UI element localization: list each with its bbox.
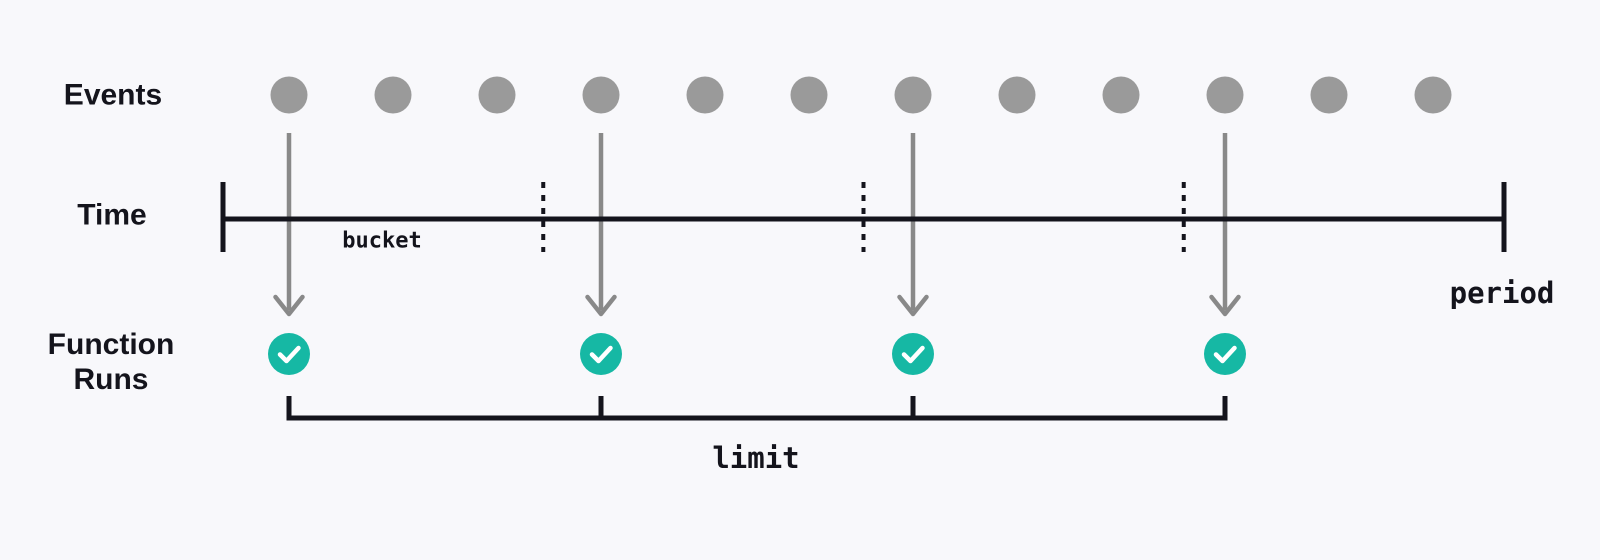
check-icon xyxy=(589,345,613,364)
bucket-label: bucket xyxy=(342,228,422,254)
event-dot xyxy=(686,76,724,114)
event-dot xyxy=(1102,76,1140,114)
arrow-down-icon xyxy=(585,294,617,317)
event-dot xyxy=(1206,76,1244,114)
event-dot xyxy=(270,76,308,114)
period-label: period xyxy=(1449,276,1555,310)
check-icon xyxy=(901,345,925,364)
function-runs-row-label: Function Runs xyxy=(47,328,175,396)
check-icon xyxy=(1213,345,1237,364)
event-dot xyxy=(998,76,1036,114)
function-run-dot xyxy=(1204,333,1246,375)
event-dot xyxy=(478,76,516,114)
function-run-dot xyxy=(580,333,622,375)
events-row-label: Events xyxy=(63,78,163,112)
function-run-dot xyxy=(892,333,934,375)
event-dot xyxy=(1310,76,1348,114)
check-icon xyxy=(277,345,301,364)
event-dot xyxy=(582,76,620,114)
limit-bracket xyxy=(286,396,1228,421)
event-dot xyxy=(374,76,412,114)
event-dot xyxy=(1414,76,1452,114)
limit-label: limit xyxy=(712,441,800,475)
arrow-down-icon xyxy=(273,294,305,317)
event-dot xyxy=(790,76,828,114)
function-run-dot xyxy=(268,333,310,375)
time-row-label: Time xyxy=(77,198,147,232)
event-dot xyxy=(894,76,932,114)
arrow-down-icon xyxy=(897,294,929,317)
arrow-down-icon xyxy=(1209,294,1241,317)
